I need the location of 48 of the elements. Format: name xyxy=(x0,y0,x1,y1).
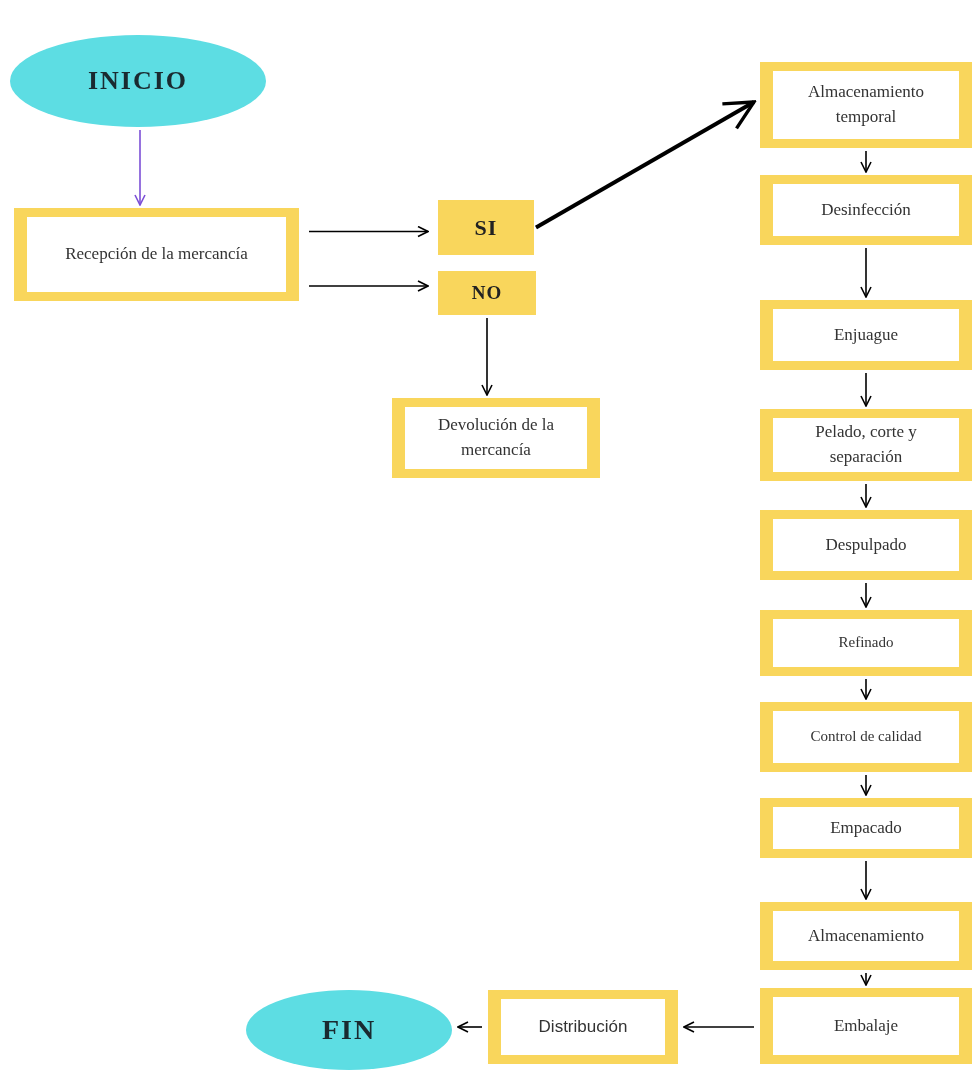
arrow xyxy=(860,247,872,298)
arrow xyxy=(860,150,872,173)
node-text: SI xyxy=(474,214,498,241)
arrow xyxy=(860,860,872,900)
process-box xyxy=(760,902,972,970)
node-text: Despulpado xyxy=(825,533,907,556)
arrow xyxy=(683,1021,755,1033)
node-text: Desinfección xyxy=(821,198,911,221)
arrow xyxy=(860,372,872,407)
node-text: Devolución de la mercancía xyxy=(436,414,556,461)
node-text: INICIO xyxy=(87,66,189,96)
decision-label-box xyxy=(438,200,534,255)
node-text: Embalaje xyxy=(833,1014,899,1037)
node-text: Recepción de la mercancía xyxy=(65,243,248,266)
arrow xyxy=(457,1021,483,1033)
process-box xyxy=(760,300,972,370)
arrow xyxy=(481,317,493,396)
decision-label-box xyxy=(438,271,536,315)
arrow xyxy=(860,483,872,508)
arrow xyxy=(535,100,756,230)
process-box xyxy=(760,702,972,772)
node-text: Enjuague xyxy=(833,323,899,346)
arrow xyxy=(860,774,872,796)
node-text: Control de calidad xyxy=(810,727,922,747)
process-box xyxy=(760,610,972,676)
process-box xyxy=(14,208,299,301)
process-box xyxy=(760,62,972,148)
node-text: NO xyxy=(471,282,503,304)
process-box xyxy=(760,175,972,245)
process-box xyxy=(760,798,972,858)
node-text: Distribución xyxy=(538,1015,628,1038)
arrow xyxy=(860,582,872,608)
process-box xyxy=(760,510,972,580)
node-text: Almacenamiento temporal xyxy=(806,81,926,128)
process-box xyxy=(760,988,972,1064)
node-text: Pelado, corte y separación xyxy=(814,421,918,468)
process-box xyxy=(392,398,600,478)
node-text: FIN xyxy=(321,1014,377,1046)
process-box xyxy=(488,990,678,1064)
node-text: Empacado xyxy=(830,816,902,839)
process-box xyxy=(760,409,972,481)
arrow xyxy=(860,678,872,700)
node-text: Almacenamiento xyxy=(807,924,925,947)
arrow xyxy=(860,972,872,986)
arrow xyxy=(134,129,146,206)
arrow xyxy=(308,225,429,238)
node-text: Refinado xyxy=(838,633,894,653)
arrow xyxy=(308,280,429,292)
